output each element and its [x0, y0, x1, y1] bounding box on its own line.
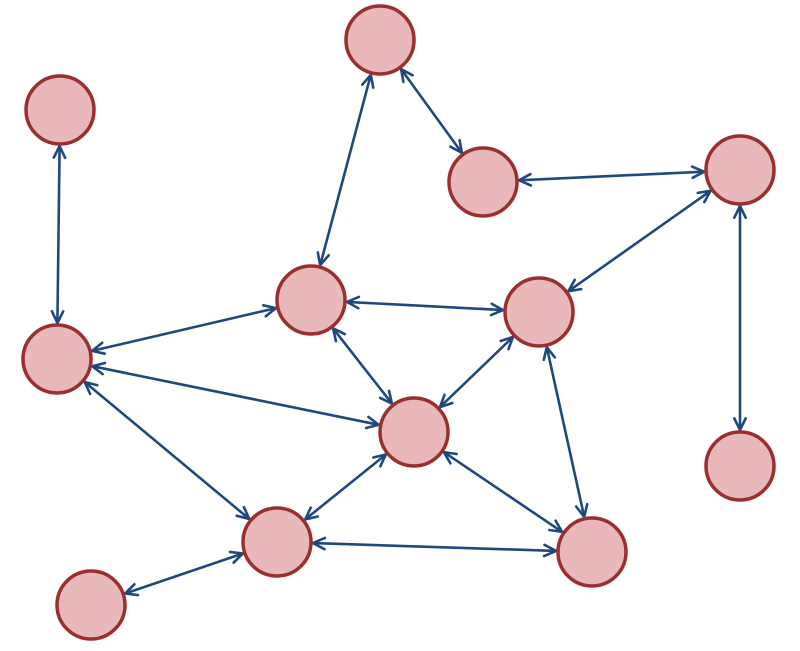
arrowhead-icon [311, 536, 327, 551]
edge-n-top-to-n-center-left [316, 73, 375, 267]
edge-line [442, 450, 564, 534]
edge-n-center-left-to-n-center-right [345, 295, 505, 317]
arrowhead-icon [235, 505, 251, 521]
edge-n-left-to-n-center [91, 361, 381, 430]
edge-line [567, 189, 712, 293]
arrowhead-icon [228, 550, 245, 564]
edge-line [318, 73, 373, 267]
arrowhead-icon [262, 304, 278, 318]
arrowhead-icon [364, 415, 380, 430]
node-left [21, 323, 93, 395]
node-right-bottom [704, 430, 776, 502]
node-center-right [503, 276, 575, 348]
edge-line [90, 306, 278, 353]
arrowhead-icon [303, 506, 319, 521]
arrowhead-icon [361, 73, 375, 89]
arrowhead-icon [399, 67, 414, 84]
arrowhead-icon [548, 519, 564, 534]
edge-line [517, 170, 706, 182]
arrowhead-icon [690, 165, 706, 180]
arrowhead-icon [345, 295, 361, 310]
edge-n-top-left-to-n-left [50, 144, 67, 325]
edge-n-center-left-to-n-center [331, 327, 394, 405]
node-bottom-left [55, 569, 127, 641]
arrowhead-icon [52, 144, 67, 160]
edges-layer [50, 67, 747, 597]
arrowhead-icon [733, 417, 747, 432]
edge-n-top-to-n-upper-mid [399, 67, 464, 155]
arrowhead-icon [733, 204, 747, 219]
edge-line [303, 453, 388, 521]
edge-n-bottom-mid-to-n-bottom-left [123, 550, 245, 597]
arrowhead-icon [83, 380, 99, 396]
arrowhead-icon [696, 189, 712, 204]
arrowhead-icon [372, 453, 388, 468]
arrowhead-icon [438, 393, 454, 409]
node-top-left [24, 74, 96, 146]
edge-line [345, 300, 505, 312]
edge-line [545, 345, 586, 519]
edge-n-center-right-to-n-center [438, 335, 515, 409]
edge-line [123, 552, 245, 595]
edge-n-right-top-to-n-right-bottom [733, 204, 747, 432]
node-upper-mid [447, 146, 519, 218]
node-right-top [704, 134, 776, 206]
node-bottom-mid [241, 506, 313, 578]
edge-line [331, 327, 394, 405]
edge-line [91, 364, 381, 427]
edge-line [311, 541, 558, 553]
arrowhead-icon [50, 309, 65, 325]
arrowhead-icon [442, 450, 458, 465]
nodes-layer [21, 4, 776, 641]
arrowhead-icon [449, 138, 464, 155]
arrowhead-icon [567, 278, 583, 293]
arrowhead-icon [542, 345, 557, 362]
edge-n-center-left-to-n-left [90, 304, 278, 355]
arrowhead-icon [316, 251, 330, 267]
edge-n-center-right-to-n-bottom-right [542, 345, 589, 519]
arrowhead-icon [123, 583, 140, 597]
node-bottom-right [556, 516, 628, 588]
arrowhead-icon [331, 327, 347, 343]
edge-n-center-to-n-bottom-right [442, 450, 564, 534]
edge-n-bottom-mid-to-n-bottom-right [311, 536, 558, 558]
arrowhead-icon [574, 502, 589, 519]
arrowhead-icon [517, 172, 533, 187]
edge-line [56, 144, 61, 325]
arrowhead-icon [499, 335, 515, 351]
arrowhead-icon [542, 543, 558, 558]
arrowhead-icon [489, 302, 505, 317]
edge-n-left-to-n-bottom-mid [83, 380, 251, 521]
node-center [378, 396, 450, 468]
arrowhead-icon [90, 341, 106, 355]
edge-n-center-to-n-bottom-mid [303, 453, 388, 521]
arrowhead-icon [91, 361, 107, 376]
edge-line [83, 380, 251, 521]
edge-n-right-top-to-n-center-right [567, 189, 712, 293]
edge-line [399, 67, 464, 155]
node-center-left [275, 264, 347, 336]
arrowhead-icon [378, 389, 394, 405]
node-top [344, 4, 416, 76]
edge-n-upper-mid-to-n-right-top [517, 165, 706, 187]
edge-line [438, 335, 515, 409]
